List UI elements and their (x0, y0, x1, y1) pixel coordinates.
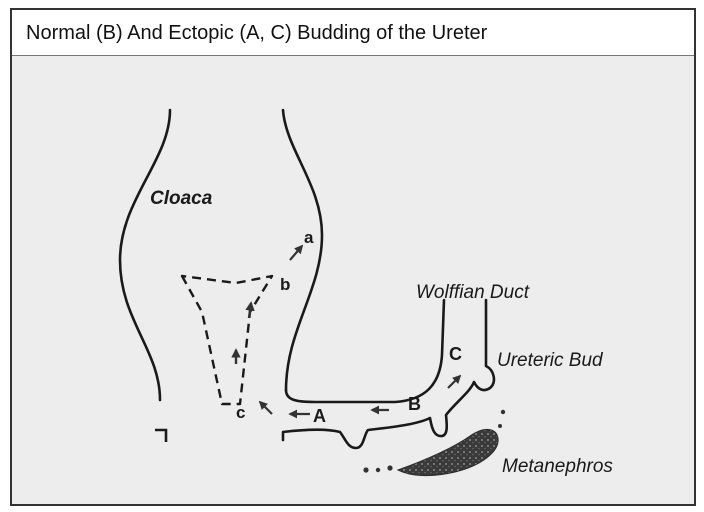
cloaca-left-wall (120, 110, 170, 400)
label-cloaca: Cloaca (150, 188, 213, 209)
metanephros-tissue (398, 429, 498, 475)
metanephros-dot (363, 467, 368, 472)
arrow-to-a (290, 246, 302, 260)
letter-b-lower: b (280, 275, 290, 294)
label-ureteric-bud: Ureteric Bud (497, 350, 604, 371)
metanephros-dot (498, 424, 502, 428)
metanephros-dot (376, 468, 380, 472)
letter-A-upper: A (313, 406, 326, 426)
label-metanephros: Metanephros (502, 456, 613, 477)
letter-C-upper: C (449, 344, 462, 364)
arrow-to-c (260, 402, 272, 414)
cloaca-right-wall (283, 110, 322, 390)
arrow-near-C (448, 376, 460, 388)
wolffian-duct-upper (286, 300, 444, 402)
label-wolffian-duct: Wolffian Duct (416, 282, 530, 303)
letter-B-upper: B (408, 394, 421, 414)
dashed-ectopic-outline (182, 276, 272, 404)
letter-c-lower: c (236, 403, 245, 422)
corner-mark (155, 430, 166, 442)
metanephros-dot (501, 410, 505, 414)
letter-a-lower: a (304, 228, 314, 247)
metanephros-dot (387, 465, 392, 470)
